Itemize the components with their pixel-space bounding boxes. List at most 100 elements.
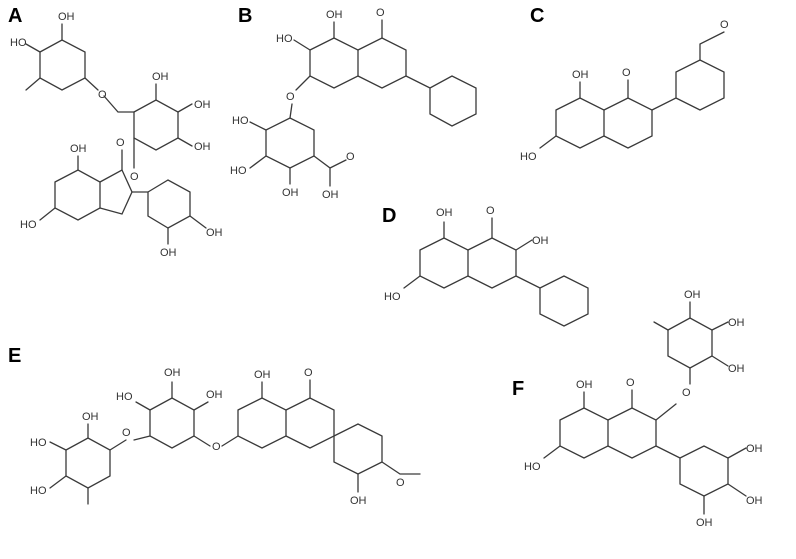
bond-line: [49, 423, 127, 505]
atom-label: HO: [20, 219, 37, 231]
atom-label: OH: [572, 69, 589, 81]
bond-line: [699, 31, 725, 61]
bond-line: [539, 79, 629, 149]
atom-label: HO: [232, 115, 249, 127]
panel-label-c: C: [530, 5, 544, 27]
atom-label: O: [116, 137, 125, 149]
bond-line: [285, 397, 335, 449]
atom-label: OH: [746, 443, 763, 455]
bond-line: [293, 19, 383, 91]
bond-line: [651, 59, 725, 111]
bond-line: [703, 447, 747, 515]
bond-line: [147, 179, 191, 229]
atom-label: OH: [322, 189, 339, 201]
bond-line: [333, 423, 383, 475]
atom-label: OH: [282, 187, 299, 199]
bond-line: [167, 215, 207, 245]
bond-line: [419, 237, 469, 289]
bond-line: [133, 381, 211, 447]
panel-label-d: D: [382, 205, 396, 227]
atom-label: OH: [728, 317, 745, 329]
structure-b: O OH HO O HO HO OH O OH: [230, 7, 477, 201]
atom-label: O: [622, 67, 631, 79]
bond-line: [357, 37, 407, 89]
atom-label: OH: [576, 379, 593, 391]
bond-line: [221, 379, 311, 447]
bond-line: [25, 23, 99, 91]
atom-label: OH: [206, 227, 223, 239]
atom-label: OH: [350, 495, 367, 507]
atom-label: OH: [206, 389, 223, 401]
bond-line: [54, 169, 101, 221]
bond-line: [39, 149, 149, 221]
bond-line: [555, 97, 605, 149]
bond-line: [265, 117, 315, 169]
bond-line: [467, 237, 517, 289]
structure-c: O OH HO O: [520, 19, 729, 163]
panel-label-b: B: [238, 5, 252, 27]
bond-line: [607, 407, 657, 459]
atom-label: OH: [532, 235, 549, 247]
structure-a: OH HO O OH OH OH O O OH HO OH OH: [10, 11, 223, 259]
bond-line: [357, 461, 421, 493]
bond-line: [65, 437, 111, 489]
atom-label: O: [376, 7, 385, 19]
atom-label: OH: [194, 99, 211, 111]
atom-label: O: [98, 89, 107, 101]
atom-label: HO: [384, 291, 401, 303]
atom-label: O: [286, 91, 295, 103]
bond-line: [515, 275, 589, 327]
bond-line: [133, 99, 179, 151]
atom-label: O: [212, 441, 221, 453]
atom-label: OH: [696, 517, 713, 529]
atom-label: OH: [194, 141, 211, 153]
atom-label: OH: [164, 367, 181, 379]
atom-label: OH: [70, 143, 87, 155]
atom-label: OH: [746, 495, 763, 507]
bond-line: [667, 317, 713, 369]
bond-line: [149, 397, 195, 449]
atom-label: O: [346, 151, 355, 163]
atom-label: OH: [436, 207, 453, 219]
atom-label: OH: [82, 411, 99, 423]
structure-e: OH HO HO O OH HO OH O O OH O OH: [30, 367, 421, 507]
panel-label-e: E: [8, 345, 21, 367]
atom-label: OH: [152, 71, 169, 83]
bond-line: [655, 445, 729, 497]
panel-label-f: F: [512, 378, 524, 400]
atom-label: OH: [684, 289, 701, 301]
atom-label: OH: [160, 247, 177, 259]
atom-label: HO: [520, 151, 537, 163]
atom-label: O: [396, 477, 405, 489]
bond-line: [99, 169, 133, 215]
atom-label: HO: [276, 33, 293, 45]
atom-label: HO: [30, 485, 47, 497]
atom-label: HO: [10, 37, 27, 49]
bond-line: [603, 97, 653, 149]
atom-label: O: [720, 19, 729, 31]
atom-label: HO: [116, 391, 133, 403]
atom-label: O: [486, 205, 495, 217]
atom-label: OH: [728, 363, 745, 375]
bond-line: [249, 103, 347, 187]
atom-label: HO: [524, 461, 541, 473]
bond-line: [403, 217, 533, 289]
structure-f: OH OH OH O O OH HO OH OH OH: [524, 289, 763, 529]
atom-label: OH: [58, 11, 75, 23]
bond-line: [133, 83, 193, 169]
atom-label: OH: [254, 369, 271, 381]
panel-label-a: A: [8, 5, 22, 27]
atom-label: O: [122, 427, 131, 439]
atom-label: HO: [30, 437, 47, 449]
structure-d: O OH HO OH: [384, 205, 589, 327]
bond-line: [559, 407, 609, 459]
atom-label: O: [682, 387, 691, 399]
atom-label: O: [626, 377, 635, 389]
atom-label: HO: [230, 165, 247, 177]
bond-line: [543, 389, 677, 459]
bond-line: [39, 39, 86, 91]
atom-label: O: [304, 367, 313, 379]
bond-line: [653, 301, 729, 385]
bond-line: [103, 95, 135, 113]
